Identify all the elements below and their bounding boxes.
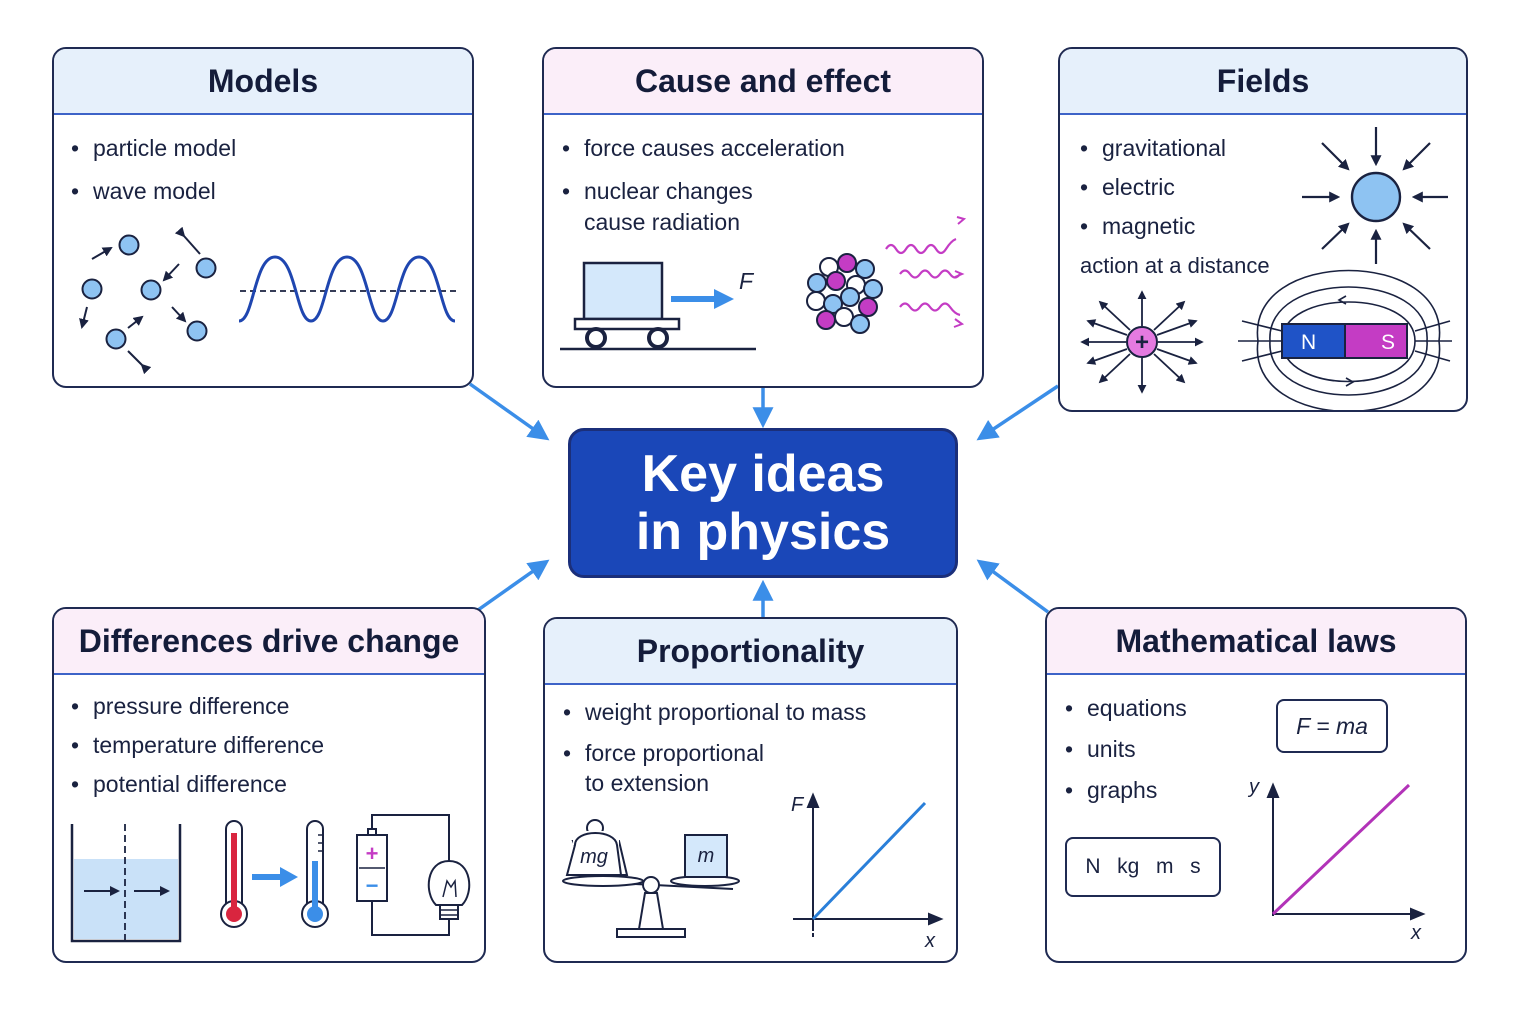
- card-cause-and-effect: Cause and effect force causes accelerati…: [542, 47, 984, 388]
- force-extension-graph: [793, 792, 944, 937]
- unit-metre: m: [1156, 855, 1174, 878]
- central-topic-line2: in physics: [635, 503, 891, 561]
- card-models: Models particle model wave model: [52, 47, 474, 388]
- weight-mg-label: mg: [580, 846, 608, 868]
- card-cause-title: Cause and effect: [544, 49, 982, 115]
- fields-bullet-list: gravitational electric magnetic: [1080, 135, 1226, 240]
- cause-bullet-2: nuclear changes cause radiation: [562, 176, 845, 238]
- radiation-waves-icon: [885, 216, 967, 328]
- card-fields-title: Fields: [1060, 49, 1466, 115]
- proportionality-bullet-2: force proportional to extension: [563, 738, 866, 798]
- card-fields: Fields gravitational electric magnetic a…: [1058, 47, 1468, 412]
- unit-kilogram: kg: [1117, 855, 1140, 878]
- particle-model-icon: [79, 226, 217, 375]
- models-illustration: [79, 226, 456, 375]
- charge-sign: +: [1135, 329, 1149, 356]
- force-label: F: [739, 268, 755, 294]
- arrow-models: [468, 382, 550, 441]
- arrow-differences: [476, 559, 550, 612]
- graph-line: [1271, 783, 1411, 916]
- models-bullet-2: wave model: [71, 178, 236, 205]
- differences-bullet-2: temperature difference: [71, 732, 324, 759]
- card-differences: Differences drive change pressure differ…: [52, 607, 486, 963]
- card-proportionality: Proportionality weight proportional to m…: [543, 617, 958, 963]
- units-box: N kg m s: [1065, 837, 1221, 897]
- nucleus-icon: [806, 253, 883, 334]
- gravity-field-icon: [1302, 127, 1448, 264]
- cause-bullet-list: force causes acceleration nuclear change…: [562, 135, 845, 238]
- light-bulb-icon: [427, 859, 471, 920]
- force-arrow-icon: [671, 289, 734, 309]
- fields-note: action at a distance: [1080, 253, 1270, 278]
- bar-magnet-icon: [1281, 323, 1408, 359]
- hot-thermometer-icon: [220, 820, 248, 928]
- unit-second: s: [1190, 855, 1201, 878]
- wave-model-icon: [238, 255, 456, 323]
- mathlaws-illustration: y x: [1247, 776, 1426, 944]
- cell-plus-label: +: [366, 841, 379, 866]
- card-proportionality-title: Proportionality: [545, 619, 956, 685]
- proportional-line: [811, 801, 927, 921]
- differences-bullet-1: pressure difference: [71, 693, 324, 720]
- proportionality-bullet-list: weight proportional to mass force propor…: [563, 699, 866, 798]
- models-bullet-1: particle model: [71, 135, 236, 162]
- linear-graph: [1266, 782, 1426, 921]
- pressure-tank-icon: [70, 824, 182, 943]
- mathlaws-bullet-3: graphs: [1065, 777, 1187, 804]
- math-graph-x-label: x: [1410, 922, 1422, 944]
- card-differences-title: Differences drive change: [54, 609, 484, 675]
- arrow-fields: [976, 384, 1059, 441]
- differences-bullet-list: pressure difference temperature differen…: [71, 693, 324, 798]
- card-mathlaws-title: Mathematical laws: [1047, 609, 1465, 675]
- cell-minus-label: −: [366, 873, 379, 898]
- fields-illustration: + N S: [1080, 127, 1452, 410]
- cart-icon: [560, 261, 756, 351]
- magnet-north-label: N: [1301, 331, 1316, 354]
- fields-bullet-1: gravitational: [1080, 135, 1226, 162]
- equation-text: F = ma: [1296, 712, 1368, 739]
- math-graph-y-label: y: [1247, 776, 1260, 798]
- mathlaws-bullet-2: units: [1065, 736, 1187, 763]
- cold-thermometer-icon: [301, 820, 329, 928]
- electric-field-icon: [1080, 290, 1204, 394]
- unit-newton: N: [1085, 855, 1101, 878]
- card-mathematical-laws: Mathematical laws equations units graphs…: [1045, 607, 1467, 963]
- cause-bullet-1: force causes acceleration: [562, 135, 845, 162]
- circuit-icon: [356, 814, 450, 936]
- central-topic-box: Key ideas in physics: [568, 428, 958, 578]
- fields-bullet-3: magnetic: [1080, 213, 1226, 240]
- fields-bullet-2: electric: [1080, 174, 1226, 201]
- proportionality-bullet-1: weight proportional to mass: [563, 699, 866, 726]
- mathlaws-bullet-list: equations units graphs: [1065, 695, 1187, 804]
- graph-y-label: F: [791, 794, 805, 816]
- mathlaws-bullet-1: equations: [1065, 695, 1187, 722]
- mass-m-label: m: [698, 845, 715, 867]
- models-bullet-list: particle model wave model: [71, 135, 236, 205]
- differences-illustration: + −: [70, 814, 471, 943]
- heat-flow-arrow-icon: [252, 867, 298, 887]
- differences-bullet-3: potential difference: [71, 771, 324, 798]
- graph-x-label: x: [924, 930, 936, 952]
- cause-illustration: F: [560, 216, 967, 351]
- balance-scale-icon: [562, 819, 740, 938]
- magnet-south-label: S: [1381, 331, 1395, 354]
- magnet-field-icon: [1238, 269, 1452, 410]
- arrow-mathlaws: [976, 559, 1050, 614]
- card-models-title: Models: [54, 49, 472, 115]
- equation-box: F = ma: [1276, 699, 1388, 753]
- proportionality-illustration: mg m F x: [562, 792, 944, 952]
- central-topic-line1: Key ideas: [641, 445, 885, 503]
